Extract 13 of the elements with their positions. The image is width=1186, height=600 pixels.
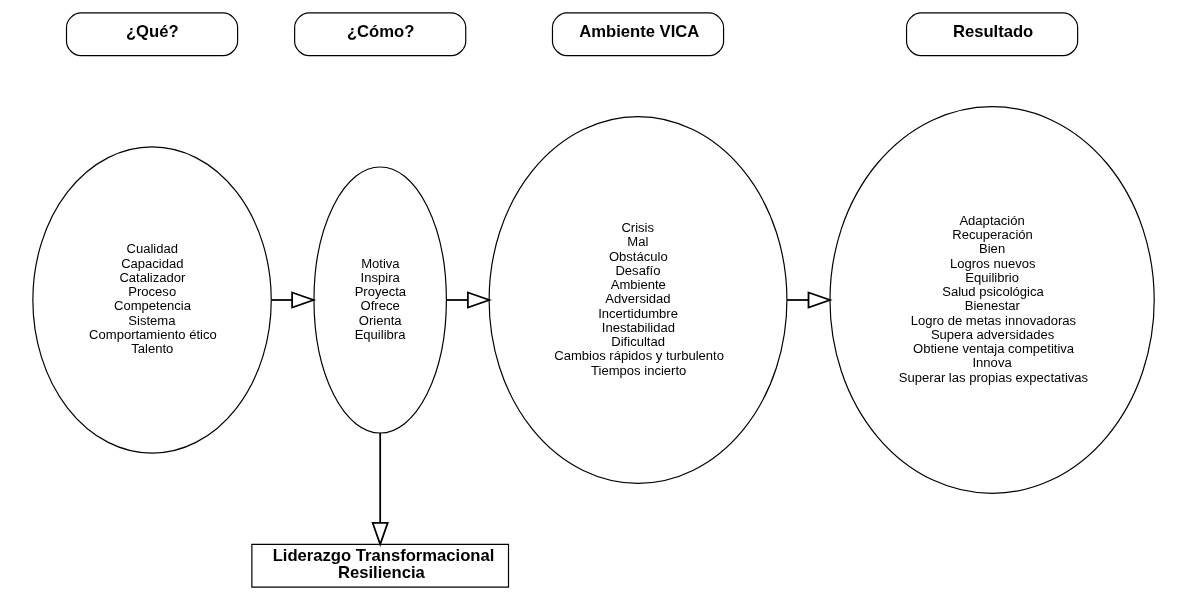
node-box: ¿Cómo? bbox=[293, 12, 466, 57]
node-ellipse: Adaptación Recuperación Bien Logros nuevos Equilibrio Salud psicológica Bienestar Logro de metas innovadoras Supera adversidades Obtiene ventaja competitiva Innova Superar las propias expectativas bbox=[828, 106, 1155, 494]
node-ellipse: Crisis Mal Obstáculo Desafío Ambiente Adversidad Incertidumbre Inestabilidad Dificultad Cambios rápidos y turbulento Tiempos incierto bbox=[488, 116, 787, 484]
arrow bbox=[370, 431, 389, 547]
arrow bbox=[785, 291, 833, 309]
node-box: Resultado bbox=[905, 12, 1078, 57]
node-ellipse: Motiva Inspira Proyecta Ofrece Orienta Equilibra bbox=[312, 166, 447, 434]
arrow bbox=[270, 291, 316, 309]
node-box: Ambiente VICA bbox=[551, 12, 724, 57]
node-box: ¿Qué? bbox=[65, 12, 238, 57]
node-box: Liderazgo Transformacional Resiliencia bbox=[250, 543, 509, 588]
arrow bbox=[445, 291, 492, 309]
node-ellipse: Cualidad Capacidad Catalizador Proceso Competencia Sistema Comportamiento ético Talento bbox=[31, 146, 272, 454]
